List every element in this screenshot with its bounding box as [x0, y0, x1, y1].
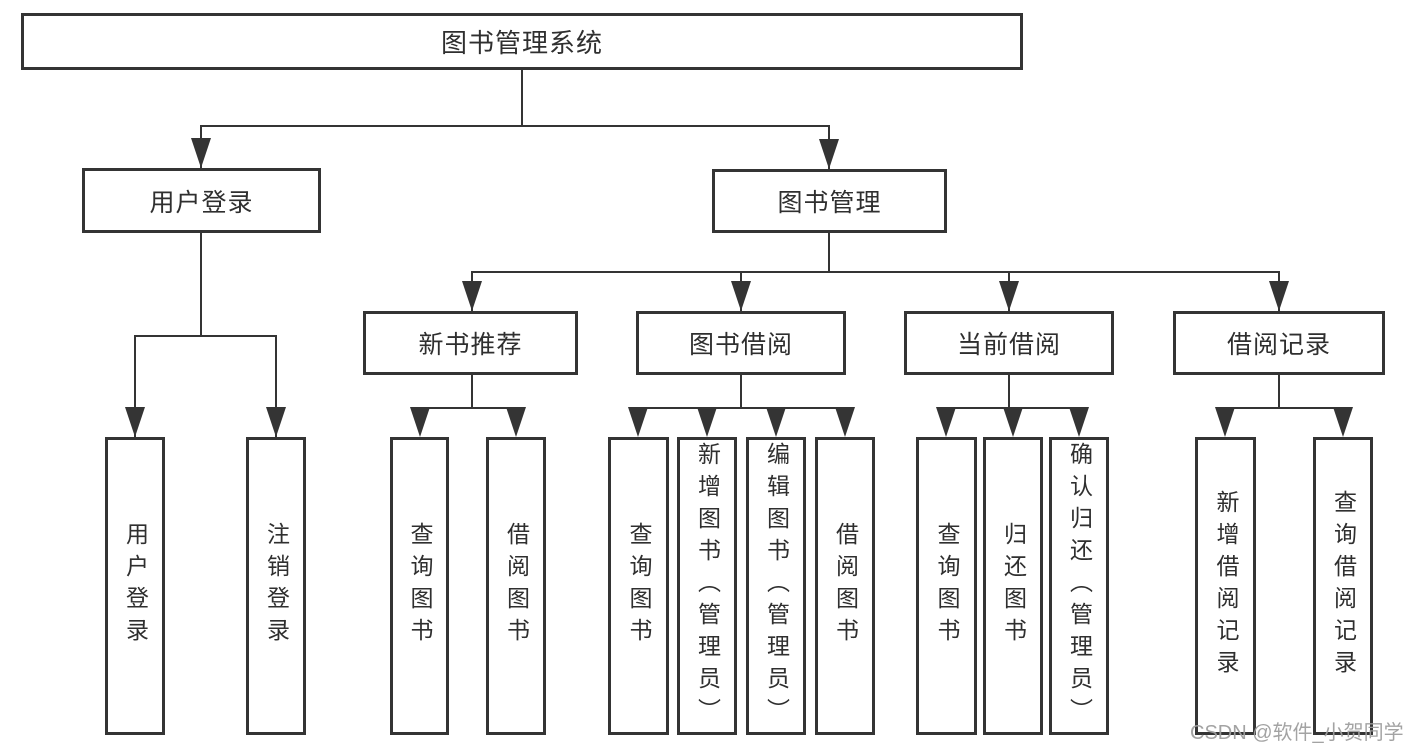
connector-line — [828, 233, 830, 271]
connector-line — [521, 70, 523, 125]
arrowhead-icon — [1269, 281, 1289, 311]
leaf-add-books-admin: 新增图书（管理员） — [677, 437, 737, 735]
leaf-return-books: 归还图书 — [983, 437, 1043, 735]
node-label: 注销登录 — [263, 522, 290, 650]
connector-line — [134, 335, 136, 437]
node-label: 用户登录 — [122, 522, 149, 650]
leaf-query-books-current: 查询图书 — [916, 437, 977, 735]
connector-line — [134, 335, 277, 337]
node-label: 编辑图书（管理员） — [763, 442, 790, 730]
arrowhead-icon — [506, 407, 526, 437]
arrowhead-icon — [628, 407, 648, 437]
connector-line — [275, 335, 277, 437]
arrowhead-icon — [1215, 407, 1235, 437]
leaf-edit-books-admin: 编辑图书（管理员） — [746, 437, 806, 735]
arrowhead-icon — [266, 407, 286, 437]
connector-line — [471, 375, 473, 407]
arrowhead-icon — [819, 139, 839, 169]
leaf-add-borrow-record: 新增借阅记录 — [1195, 437, 1256, 735]
arrowhead-icon — [766, 407, 786, 437]
connector-line — [638, 407, 846, 409]
leaf-query-books-borrowing: 查询图书 — [608, 437, 669, 735]
connector-line — [1278, 375, 1280, 407]
node-label: 新书推荐 — [418, 331, 523, 359]
leaf-query-books-recommend: 查询图书 — [390, 437, 449, 735]
leaf-borrow-books: 借阅图书 — [815, 437, 875, 735]
node-label: 当前借阅 — [956, 331, 1061, 359]
node-label: 新增图书（管理员） — [694, 442, 721, 730]
node-book-management: 图书管理 — [712, 169, 947, 233]
node-label: 图书管理系统 — [440, 28, 603, 58]
node-user-login: 用户登录 — [82, 168, 321, 233]
node-label: 图书借阅 — [688, 331, 793, 359]
leaf-confirm-return-admin: 确认归还（管理员） — [1049, 437, 1109, 735]
node-current-borrowing: 当前借阅 — [904, 311, 1114, 375]
connector-line — [1225, 407, 1344, 409]
node-label: 查询图书 — [934, 522, 960, 650]
node-label: 新增借阅记录 — [1213, 490, 1239, 682]
node-label: 归还图书 — [1000, 522, 1027, 650]
arrowhead-icon — [191, 138, 211, 168]
node-label: 查询图书 — [407, 522, 433, 650]
arrowhead-icon — [410, 407, 430, 437]
arrowhead-icon — [999, 281, 1019, 311]
node-book-borrowing: 图书借阅 — [636, 311, 846, 375]
node-library-management-system: 图书管理系统 — [21, 13, 1023, 70]
arrowhead-icon — [462, 281, 482, 311]
node-label: 图书管理 — [777, 189, 882, 217]
arrowhead-icon — [125, 407, 145, 437]
node-label: 借阅记录 — [1226, 331, 1331, 359]
connector-line — [419, 407, 517, 409]
arrowhead-icon — [1003, 407, 1023, 437]
leaf-user-login: 用户登录 — [105, 437, 165, 735]
node-new-book-recommendation: 新书推荐 — [363, 311, 578, 375]
node-label: 查询借阅记录 — [1330, 490, 1357, 682]
connector-line — [200, 233, 202, 335]
leaf-logout: 注销登录 — [246, 437, 306, 735]
arrowhead-icon — [1069, 407, 1089, 437]
connector-line — [740, 375, 742, 407]
leaf-borrow-books-recommend: 借阅图书 — [486, 437, 546, 735]
leaf-query-borrow-record: 查询借阅记录 — [1313, 437, 1373, 735]
csdn-watermark: CSDN @软件_小贺同学 — [1190, 722, 1404, 744]
arrowhead-icon — [936, 407, 956, 437]
node-label: 借阅图书 — [832, 522, 859, 650]
connector-line — [1008, 375, 1010, 407]
connector-line — [200, 125, 830, 127]
arrowhead-icon — [1333, 407, 1353, 437]
arrowhead-icon — [697, 407, 717, 437]
node-label: 借阅图书 — [503, 522, 530, 650]
node-label: 查询图书 — [626, 522, 652, 650]
node-borrowing-records: 借阅记录 — [1173, 311, 1385, 375]
connector-line — [471, 271, 1279, 273]
node-label: 用户登录 — [149, 188, 254, 217]
node-label: 确认归还（管理员） — [1066, 442, 1093, 730]
arrowhead-icon — [835, 407, 855, 437]
arrowhead-icon — [731, 281, 751, 311]
